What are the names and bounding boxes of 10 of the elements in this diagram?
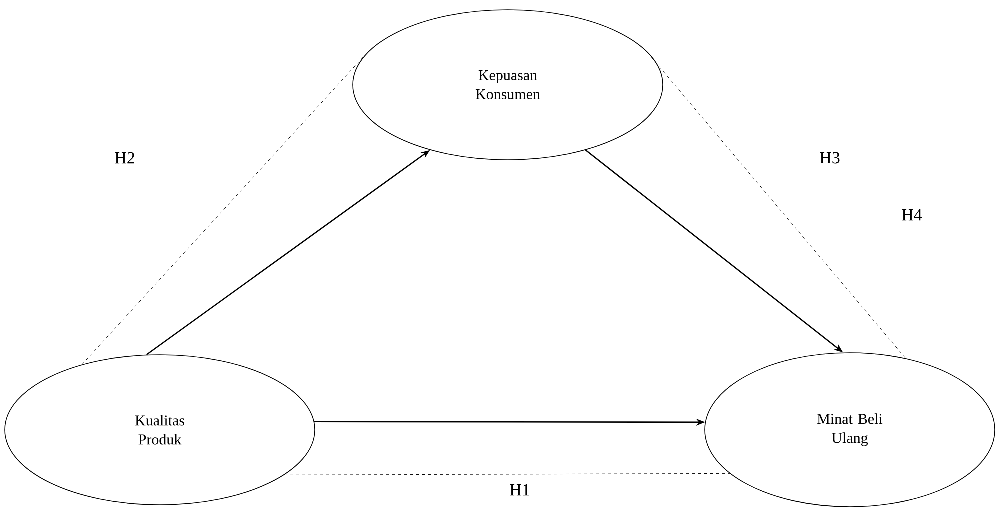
hypothesis-label: H2: [115, 152, 134, 164]
ellipse-node: Kepuasan Konsumen: [352, 10, 664, 160]
ellipse-node: Minat Beli Ulang: [704, 352, 996, 508]
hypothesis-label: H3: [820, 152, 840, 164]
dashed-line: [644, 48, 906, 359]
hypothesis-label: H4: [902, 209, 922, 221]
ellipse-node: Kualitas Produk: [4, 354, 316, 506]
dashed-line: [284, 473, 730, 476]
hypothesis-label: H1: [510, 484, 530, 496]
dashed-line: [82, 54, 366, 365]
